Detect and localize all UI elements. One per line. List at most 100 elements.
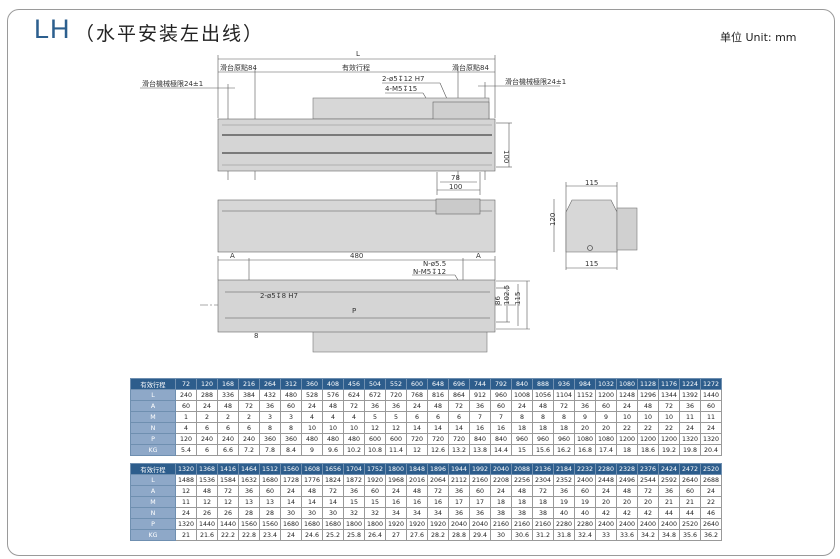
table-cell: 24 [280, 529, 302, 541]
stroke-header: 2136 [532, 463, 554, 475]
table-cell: 13 [238, 496, 260, 508]
table-cell: 432 [259, 389, 281, 401]
stroke-header: 1992 [469, 463, 491, 475]
table-cell: 2040 [469, 518, 491, 530]
table-cell: 19 [574, 496, 596, 508]
label-480: 480 [350, 252, 363, 260]
stroke-header: 2328 [616, 463, 638, 475]
table-cell: 1200 [658, 433, 680, 445]
table-cell: 240 [196, 433, 218, 445]
table-cell: 32 [364, 507, 386, 519]
table-cell: 1680 [322, 518, 344, 530]
table-cell: 10.8 [364, 444, 386, 456]
table-cell: 36 [259, 400, 281, 412]
table-cell: 120 [175, 433, 197, 445]
table-cell: 48 [217, 400, 239, 412]
table-cell: 30.6 [511, 529, 533, 541]
table-cell: 2640 [679, 474, 701, 486]
table-cell: 240 [217, 433, 239, 445]
table-cell: 36 [679, 400, 701, 412]
row-label: P [130, 518, 176, 530]
label-origin-left: 滑台原點84 [220, 63, 257, 72]
table-cell: 2448 [595, 474, 617, 486]
table-cell: 10 [301, 422, 323, 434]
table-cell: 624 [343, 389, 365, 401]
table-cell: 9 [301, 444, 323, 456]
table-cell: 36 [448, 485, 470, 497]
stroke-header: 648 [427, 378, 449, 390]
table-cell: 8 [280, 422, 302, 434]
table-cell: 30 [490, 529, 512, 541]
table-cell: 480 [280, 389, 302, 401]
table-cell: 18 [532, 496, 554, 508]
table-cell: 2640 [700, 518, 722, 530]
stroke-header: 552 [385, 378, 407, 390]
table-cell: 360 [280, 433, 302, 445]
table-cell: 1200 [616, 433, 638, 445]
table-cell: 1200 [637, 433, 659, 445]
table-cell: 528 [301, 389, 323, 401]
label-A-right: A [476, 252, 481, 260]
row-label: M [130, 496, 176, 508]
table-cell: 18 [490, 496, 512, 508]
table-cell: 21 [679, 496, 701, 508]
table-cell: 12 [217, 496, 239, 508]
table-cell: 2352 [553, 474, 575, 486]
table-cell: 2400 [574, 474, 596, 486]
stroke-header: 2376 [637, 463, 659, 475]
table-cell: 28.2 [427, 529, 449, 541]
table-cell: 33 [595, 529, 617, 541]
table-cell: 720 [427, 433, 449, 445]
table-cell: 6 [448, 411, 470, 423]
table-cell: 864 [448, 389, 470, 401]
row-label: KG [130, 529, 176, 541]
table-cell: 35.6 [679, 529, 701, 541]
stroke-header: 600 [406, 378, 428, 390]
table-cell: 13 [259, 496, 281, 508]
table-cell: 36 [343, 485, 365, 497]
table-cell: 2520 [679, 518, 701, 530]
table-cell: 1632 [238, 474, 260, 486]
table-cell: 31.2 [532, 529, 554, 541]
table-cell: 14 [280, 496, 302, 508]
table-cell: 1200 [595, 389, 617, 401]
table-cell: 2280 [574, 518, 596, 530]
table-cell: 18 [511, 496, 533, 508]
table-cell: 15.6 [532, 444, 554, 456]
table-cell: 30 [322, 507, 344, 519]
table-cell: 1968 [385, 474, 407, 486]
stroke-header: 2184 [553, 463, 575, 475]
table-cell: 60 [469, 485, 491, 497]
table-cell: 6 [217, 422, 239, 434]
table-cell: 72 [532, 485, 554, 497]
table-cell: 5.4 [175, 444, 197, 456]
table-cell: 7.8 [259, 444, 281, 456]
table-cell: 60 [280, 400, 302, 412]
table-cell: 60 [364, 485, 386, 497]
table-cell: 60 [700, 400, 722, 412]
label-end-115-top: 115 [585, 179, 598, 187]
table-cell: 18 [532, 422, 554, 434]
label-stroke: 有效行程 [342, 63, 370, 72]
label-86: 86 [494, 296, 502, 305]
stroke-header: 1656 [322, 463, 344, 475]
table-cell: 1920 [427, 518, 449, 530]
row-label: P [130, 433, 176, 445]
table-cell: 24 [511, 400, 533, 412]
stroke-header: 1464 [238, 463, 260, 475]
stroke-header: 2472 [679, 463, 701, 475]
table-cell: 576 [322, 389, 344, 401]
table-cell: 1152 [574, 389, 596, 401]
table-cell: 24 [616, 400, 638, 412]
table-cell: 1680 [301, 518, 323, 530]
table-cell: 36 [385, 400, 407, 412]
table-cell: 2400 [658, 518, 680, 530]
stroke-header: 1800 [385, 463, 407, 475]
label-L: L [356, 50, 360, 58]
